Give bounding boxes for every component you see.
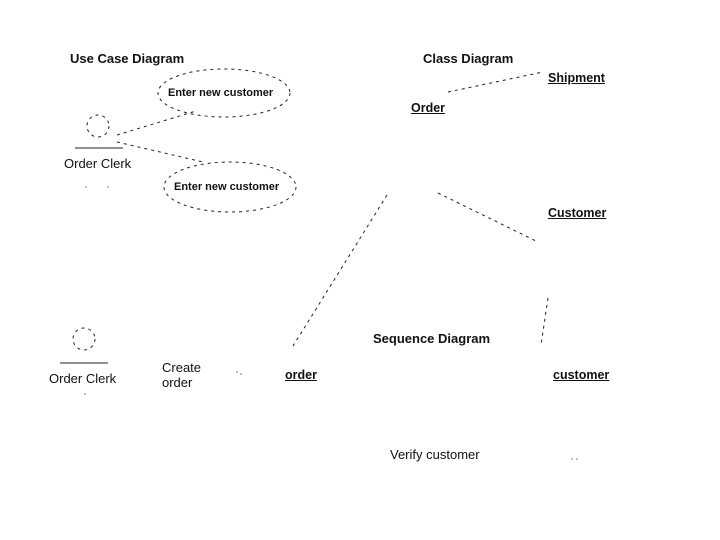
class-customer[interactable]: Customer <box>548 206 607 220</box>
use-case-actor-label: Order Clerk <box>64 156 132 171</box>
use-case-label-1: Enter new customer <box>168 87 274 99</box>
sequence-diagram-title: Sequence Diagram <box>373 331 491 346</box>
association-order-shipment <box>447 71 544 93</box>
association-order-customer <box>437 192 539 243</box>
use-case-diagram-title: Use Case Diagram <box>70 51 185 66</box>
use-case-label-2: Enter new customer <box>174 181 280 193</box>
trace-line-class-to-sequence <box>292 194 388 347</box>
speck <box>571 458 573 460</box>
speck <box>84 393 86 395</box>
sequence-message-verify-customer: Verify customer <box>390 447 480 462</box>
sequence-message-create-order: Create order <box>162 360 202 390</box>
speck <box>240 373 242 375</box>
sequence-object-customer[interactable]: customer <box>553 368 610 382</box>
trace-line-customer-to-sequence <box>540 297 549 346</box>
speck <box>107 186 109 188</box>
use-case-ellipse-1[interactable] <box>157 68 291 118</box>
association-line-2 <box>116 141 204 163</box>
class-order[interactable]: Order <box>411 101 446 115</box>
sequence-actor-head <box>72 327 96 351</box>
use-case-ellipse-2[interactable] <box>163 161 297 213</box>
speck <box>236 371 238 373</box>
sequence-object-order[interactable]: order <box>285 368 317 382</box>
speck <box>85 186 87 188</box>
sequence-actor-label: Order Clerk <box>49 371 117 386</box>
speck <box>576 458 578 460</box>
class-shipment[interactable]: Shipment <box>548 71 605 85</box>
use-case-actor-head <box>86 114 110 138</box>
class-diagram-title: Class Diagram <box>423 51 514 66</box>
association-line-1 <box>116 110 197 136</box>
